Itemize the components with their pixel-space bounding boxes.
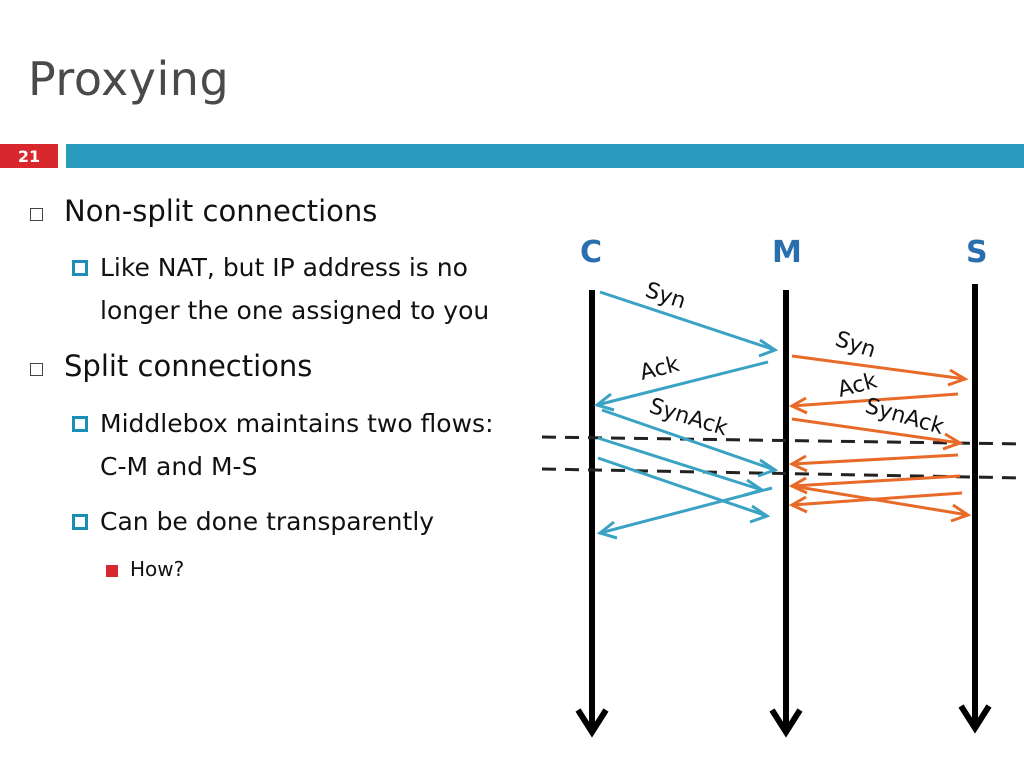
red-square-bullet-icon [106,565,118,577]
arrow-syn-middlebox-to-server [791,354,969,387]
arrow-ack-middlebox-to-client [593,360,769,412]
slide-number-badge: 21 [0,144,58,168]
label-synack-server: SynAck [862,394,946,440]
bullet-split-two-flows-line2: C-M and M-S [100,452,258,481]
label-syn-server: Syn [832,327,879,363]
hollow-square-bullet-icon [30,208,43,221]
arrow-ack-server-to-middlebox [788,392,959,415]
bullet-split: Split connections [64,349,313,383]
title-accent-bar [66,144,1024,168]
slide-title: Proxying [28,52,230,106]
label-synack-client: SynAck [646,394,730,441]
dashed-separator-upper [541,435,1024,446]
label-ack-client: Ack [637,352,682,386]
bullet-non-split: Non-split connections [64,194,378,228]
arrow-data-server-to-middlebox-1 [788,453,959,473]
arrow-syn-client-to-middlebox [599,290,779,358]
node-label-server: S [966,235,988,270]
node-label-client: C [580,235,602,270]
timeline-client [575,290,609,738]
bullet-non-split-detail-line2: longer the one assigned to you [100,296,490,325]
teal-square-bullet-icon [72,260,88,276]
timeline-server [958,284,992,734]
bullet-how: How? [130,557,185,581]
timeline-middlebox [769,290,803,738]
arrow-data-server-to-middlebox-3 [788,491,963,514]
arrow-data-middlebox-to-server [791,484,972,523]
arrow-synack-client-to-middlebox [601,408,779,478]
arrow-data-middlebox-to-client [596,486,773,540]
arrow-synack-middlebox-to-server [791,417,964,451]
teal-square-bullet-icon [72,416,88,432]
bullet-split-two-flows-line1: Middlebox maintains two flows: [100,409,494,438]
bullet-split-transparent: Can be done transparently [100,507,435,536]
bullet-non-split-detail-line1: Like NAT, but IP address is no [100,253,468,282]
node-label-middlebox: M [772,235,802,270]
hollow-square-bullet-icon [30,363,43,376]
teal-square-bullet-icon [72,514,88,530]
arrow-data-client-to-middlebox-2 [597,456,771,524]
